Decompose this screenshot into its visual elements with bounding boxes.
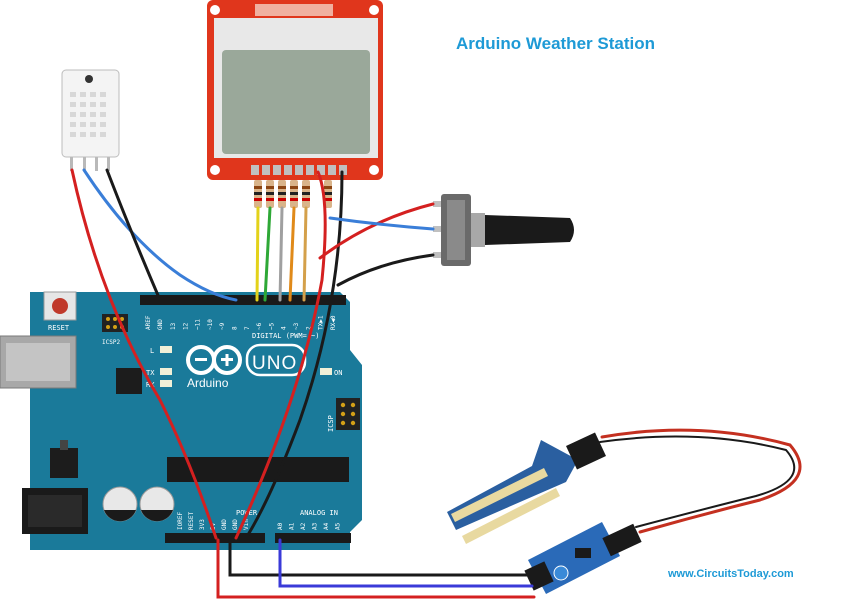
pin-label: ~6 — [256, 322, 263, 330]
wire-lcd-1 — [255, 206, 260, 302]
pin-label: A2 — [300, 522, 307, 530]
capacitor-left — [102, 486, 138, 522]
analog-pin-labels: A0 A1 A2 A3 A4 A5 — [277, 522, 342, 530]
pin-label: A3 — [312, 522, 319, 530]
digital-header — [140, 295, 346, 305]
wire-soil-gnd — [228, 538, 532, 577]
pin-label: Vin — [243, 519, 250, 530]
pin-label: 8 — [232, 326, 239, 330]
pin-label: RX◀0 — [330, 315, 337, 330]
pin-label: IOREF — [177, 512, 184, 530]
atmega-chip — [167, 457, 349, 482]
status-leds — [160, 346, 332, 387]
analog-header — [275, 533, 351, 543]
pin-label: A0 — [277, 522, 284, 530]
wire-dht-data — [82, 168, 238, 302]
wires — [70, 168, 802, 599]
pin-label: A4 — [323, 522, 330, 530]
pin-label: A5 — [335, 522, 342, 530]
icsp-header — [336, 398, 360, 430]
arduino-logo — [186, 343, 307, 377]
gnd-label-top: GND — [157, 319, 164, 330]
pin-label: ~3 — [293, 322, 300, 330]
wire-lcd-vcc — [234, 170, 327, 540]
wire-pot-wiper — [328, 216, 435, 231]
wire-lcd-4 — [288, 206, 296, 302]
dht22-sensor — [61, 69, 120, 171]
pin-label: 13 — [170, 322, 177, 330]
logo-text: Arduino — [187, 376, 229, 390]
wire-dht-gnd — [105, 168, 162, 302]
soil-moisture-module — [524, 522, 642, 594]
pin-label: 2 — [305, 326, 312, 330]
wire-probe-cable-red — [600, 428, 802, 534]
wire-soil-vcc — [216, 538, 536, 599]
pin-label: TX▶1 — [318, 315, 325, 330]
wire-lcd-5 — [302, 206, 308, 302]
led-tx-label: TX — [146, 369, 155, 377]
pin-label: RESET — [188, 512, 195, 530]
wire-pot-vcc — [318, 202, 435, 260]
wire-probe-cable-black — [599, 435, 796, 528]
icsp2-label: ICSP2 — [102, 339, 120, 346]
pin-label: ~10 — [207, 319, 214, 330]
wire-dht-vcc — [70, 168, 218, 540]
voltage-regulator — [50, 448, 78, 478]
pin-label: GND — [232, 519, 239, 530]
led-l-label: L — [150, 347, 154, 355]
wire-soil-signal — [278, 538, 534, 588]
capacitor-right — [139, 486, 175, 522]
reset-label: RESET — [48, 324, 70, 332]
pin-label: 12 — [182, 322, 189, 330]
analog-label: ANALOG IN — [300, 509, 338, 517]
pin-label: ~11 — [195, 319, 202, 330]
wire-pot-gnd — [336, 253, 435, 287]
pin-label: ~9 — [219, 322, 226, 330]
digital-pin-labels: 13 12 ~11 ~10 ~9 8 7 ~6 ~5 4 ~3 2 TX▶1 RX◀0 — [170, 315, 337, 330]
pin-label: ~5 — [268, 322, 275, 330]
uno-text: UNO — [252, 353, 297, 374]
pin-label: GND — [221, 519, 228, 530]
wire-lcd-gnd — [244, 170, 344, 540]
diagram-title: Arduino Weather Station — [456, 34, 655, 53]
wire-lcd-2 — [263, 206, 272, 302]
usb-chip — [116, 368, 142, 394]
aref-label: AREF — [145, 315, 152, 330]
wire-lcd-3 — [278, 206, 284, 302]
resistor-array — [254, 180, 332, 208]
soil-moisture-probe — [447, 432, 606, 544]
led-on-label: ON — [334, 369, 342, 377]
credit-link[interactable]: www.CircuitsToday.com — [668, 568, 794, 580]
icsp-label: ICSP — [327, 415, 335, 432]
potentiometer[interactable] — [433, 194, 574, 266]
digital-label: DIGITAL (PWM= ~) — [252, 332, 319, 340]
pin-label: 4 — [281, 326, 288, 330]
pin-label: 7 — [244, 326, 251, 330]
pin-label: 3V3 — [199, 519, 206, 530]
arduino-uno-board: RESET ICSP2 L TX RX — [0, 291, 362, 550]
nokia-5110-lcd — [207, 0, 383, 180]
pin-label: A1 — [289, 522, 296, 530]
